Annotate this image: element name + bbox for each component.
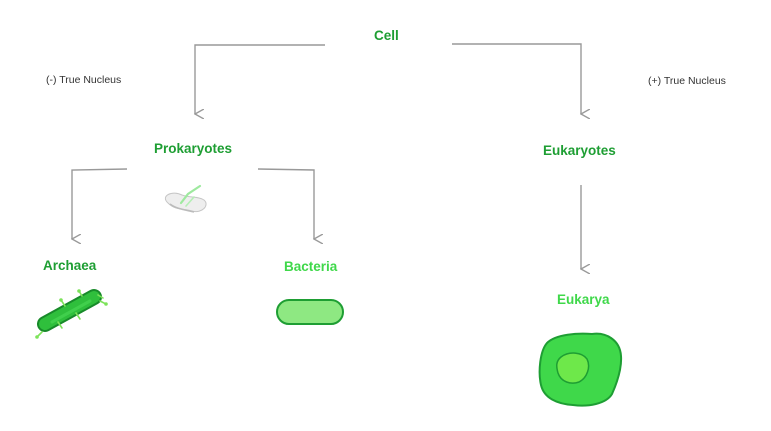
archaea-organism-icon: [35, 289, 108, 339]
prokaryotes-label: Prokaryotes: [154, 141, 233, 156]
bacteria-label: Bacteria: [284, 259, 338, 274]
eukaryotes-label: Eukaryotes: [543, 143, 616, 158]
arrow-cell-to-prokaryotes: [195, 44, 325, 114]
arrow-prokaryotes-to-archaea: [72, 168, 128, 239]
cell-label: Cell: [374, 28, 399, 43]
bacteria-organism-icon: [276, 299, 344, 325]
no-true-nucleus-label: (-) True Nucleus: [46, 74, 122, 86]
true-nucleus-label: (+) True Nucleus: [648, 75, 726, 87]
arrow-cell-to-eukaryotes: [452, 43, 581, 114]
archaea-label: Archaea: [43, 258, 97, 273]
eukarya-cell-icon: [538, 332, 623, 407]
arrow-prokaryotes-to-bacteria: [257, 168, 314, 239]
prokaryote-sketch-icon: [164, 184, 207, 213]
eukarya-label: Eukarya: [557, 292, 610, 307]
